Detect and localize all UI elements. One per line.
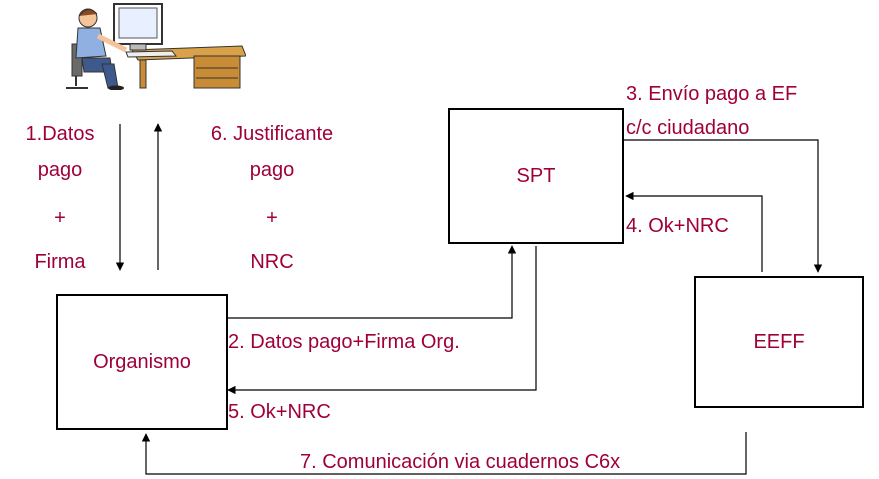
- node-spt: SPT: [448, 108, 624, 244]
- node-spt-label: SPT: [516, 164, 556, 187]
- arrow-4-ok-nrc: [625, 191, 763, 272]
- label-step-5: 5. Ok+NRC: [228, 401, 331, 423]
- node-eeff-label: EEFF: [753, 330, 805, 353]
- node-organismo-label: Organismo: [93, 350, 191, 373]
- arrow-5-ok-nrc: [227, 246, 537, 395]
- label-datos-pago-line1: 1.Datos: [25, 123, 95, 145]
- arrow-7-comunicacion: [141, 432, 747, 475]
- user-at-computer-icon: [66, 3, 246, 90]
- arrow-2-datos-firma: [228, 245, 517, 319]
- label-datos-pago-line2: pago: [37, 159, 83, 181]
- label-step-2: 2. Datos pago+Firma Org.: [228, 331, 460, 353]
- label-justificante-line1: 6. Justificante: [210, 123, 334, 145]
- label-nrc: NRC: [250, 251, 294, 273]
- label-justificante-line2: pago: [249, 159, 295, 181]
- node-eeff: EEFF: [694, 276, 864, 408]
- arrow-3-envio-pago: [624, 139, 823, 273]
- label-datos-plus: +: [54, 207, 66, 229]
- label-firma: Firma: [34, 251, 86, 273]
- label-step-4: 4. Ok+NRC: [626, 215, 729, 237]
- node-organismo: Organismo: [56, 294, 228, 430]
- label-step-3-line2: c/c ciudadano: [626, 117, 750, 139]
- label-justificante-plus: +: [266, 207, 278, 229]
- label-step-3-line1: 3. Envío pago a EF: [626, 83, 798, 105]
- label-step-7: 7. Comunicación via cuadernos C6x: [300, 451, 621, 473]
